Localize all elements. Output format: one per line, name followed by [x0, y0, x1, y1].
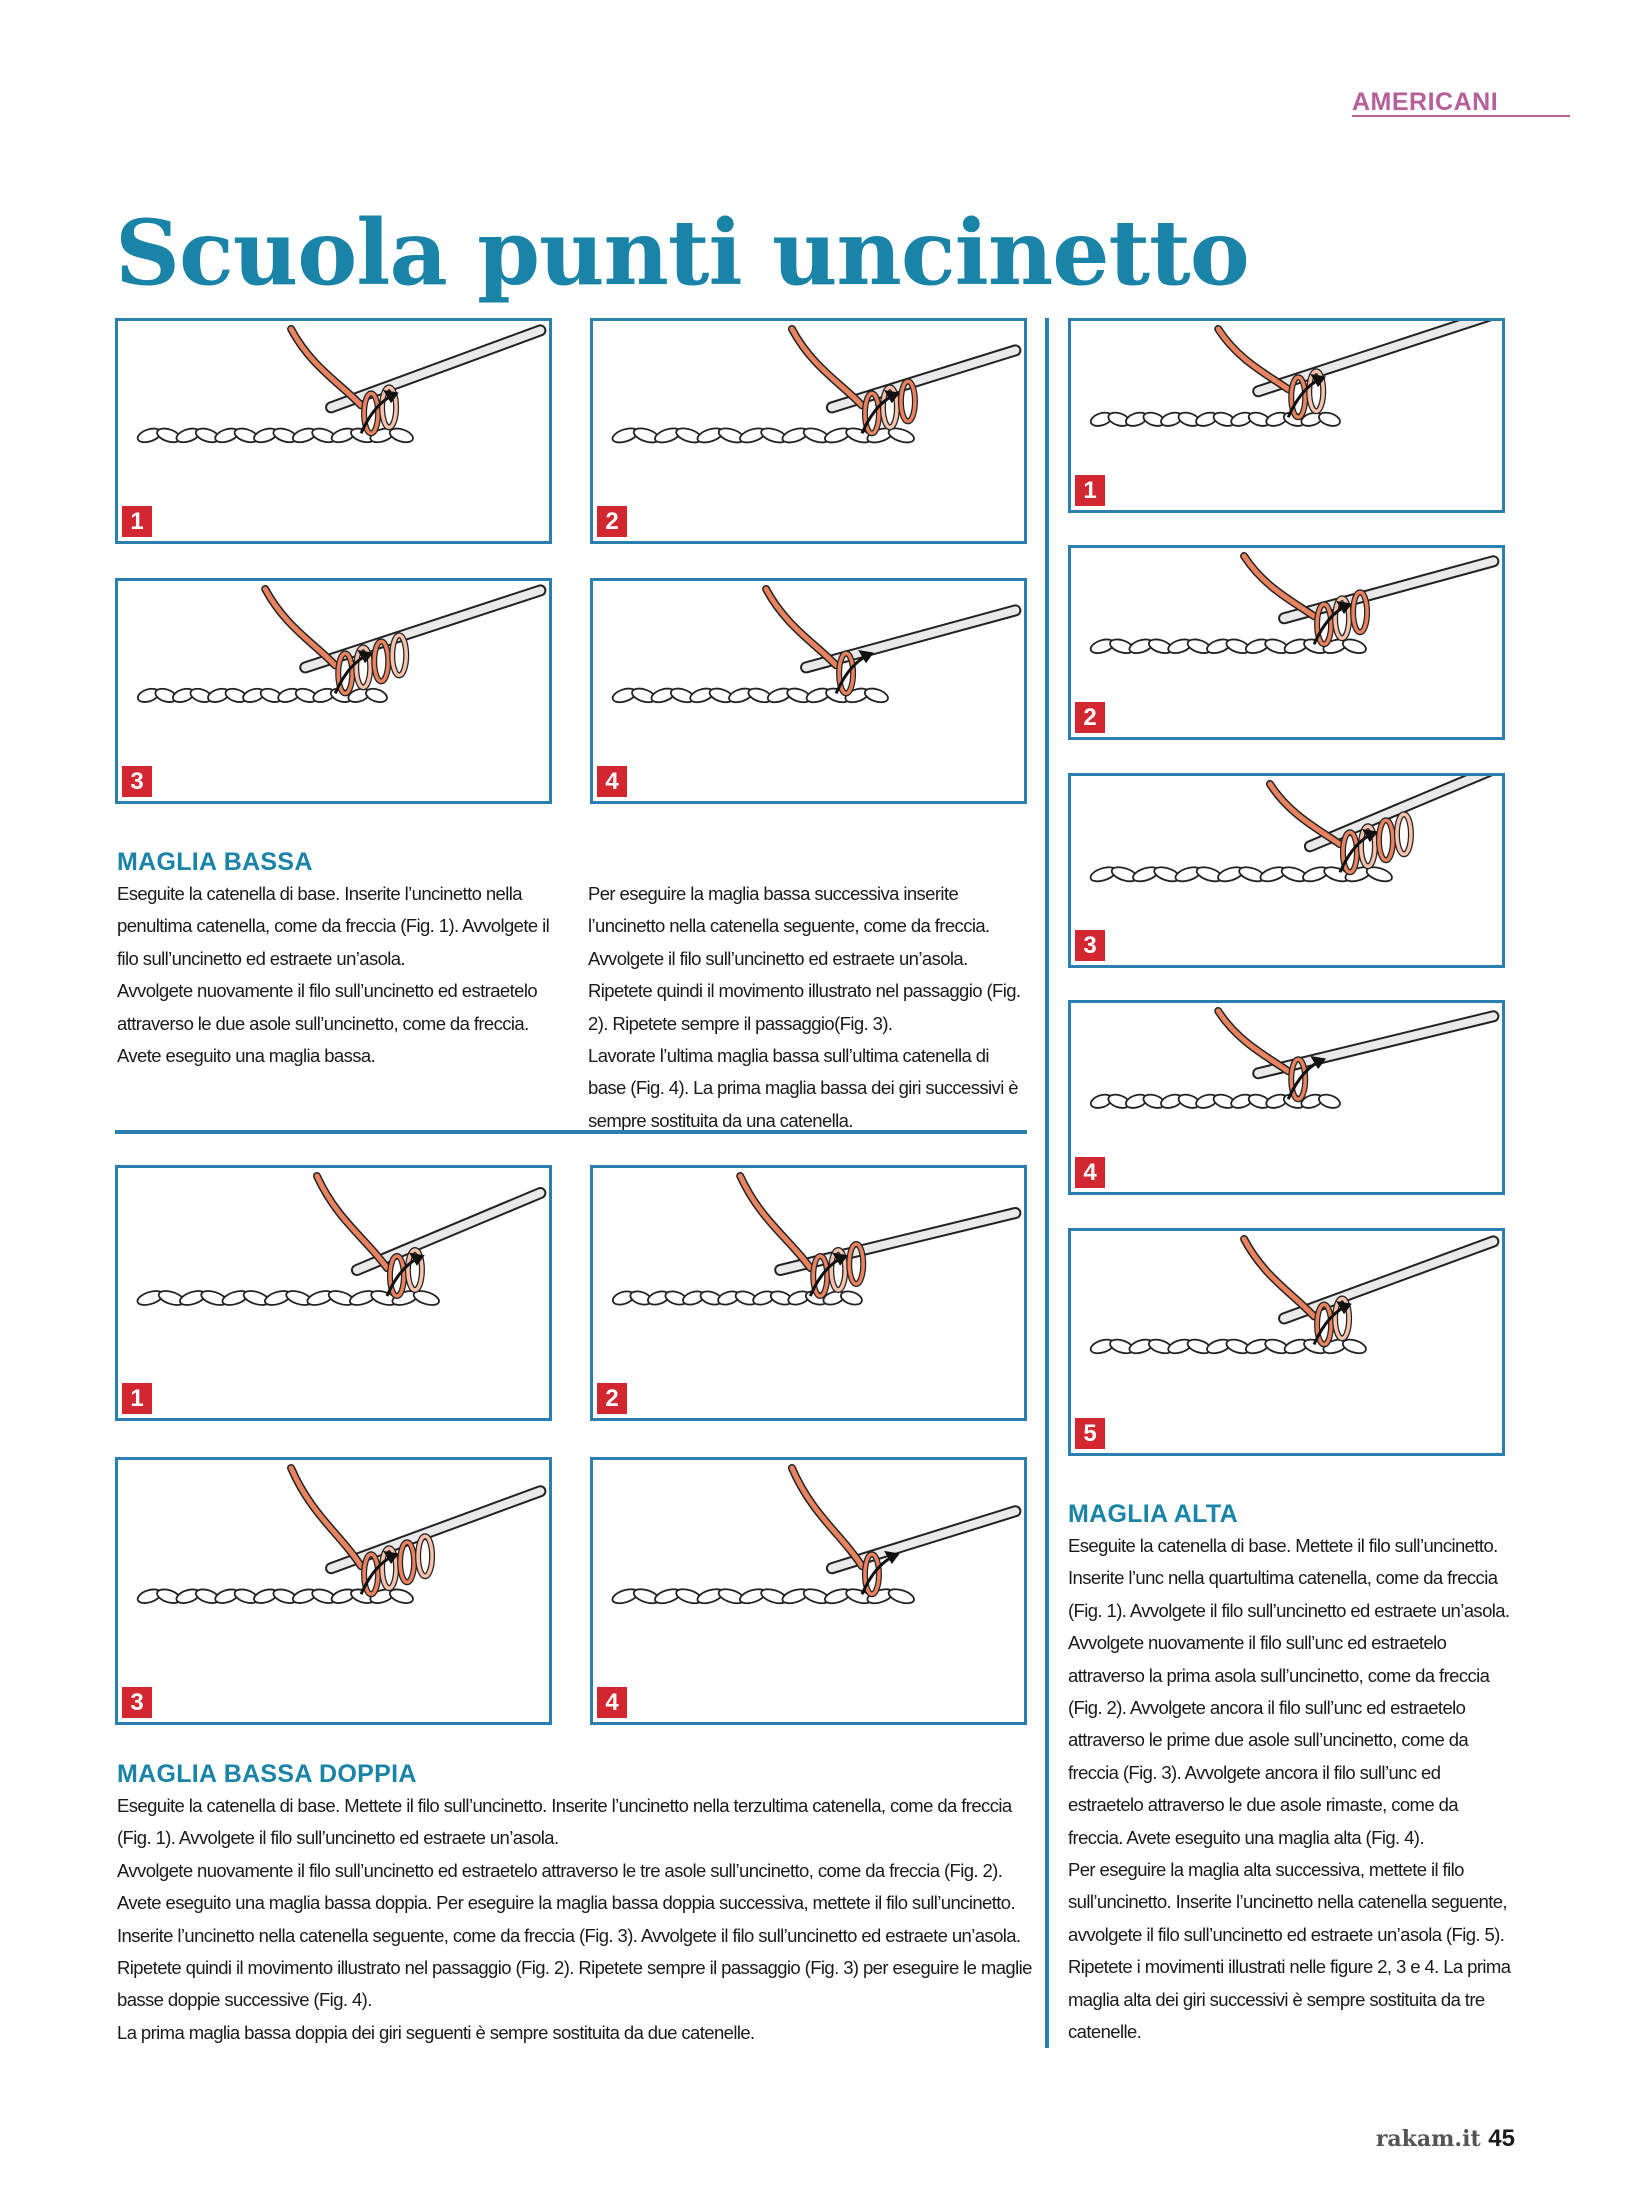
page-footer: rakam.it 45 [1376, 2125, 1515, 2153]
maglia-alta-text: Eseguite la catenella di base. Mettete i… [1068, 1530, 1511, 2049]
maglia-bassa-text-col2: Per eseguire la maglia bassa successiva … [588, 878, 1031, 1137]
paragraph: Lavorate l’ultima maglia bassa sull’ulti… [588, 1045, 1019, 1131]
maglia-bassa-text-col1: Eseguite la catenella di base. Inserite … [117, 878, 560, 1072]
maglia-alta-fig-4: 4 [1068, 1000, 1505, 1195]
crochet-illustration [611, 585, 1022, 704]
paragraph: Per eseguire la maglia alta successiva, … [1068, 1859, 1511, 2043]
maglia-bassa-heading: MAGLIA BASSA [117, 848, 313, 876]
figure-number: 5 [1075, 1418, 1105, 1449]
section-tag: AMERICANI [1352, 88, 1499, 116]
figure-number: 2 [597, 506, 627, 537]
paragraph: Eseguite la catenella di base. Mettete i… [117, 1795, 1012, 1849]
paragraph: Avvolgete nuovamente il filo sull’uncine… [117, 1859, 1032, 2011]
maglia-bassa-fig-2: 2 [590, 318, 1027, 544]
figure-number: 4 [597, 766, 627, 797]
page-number: 45 [1488, 2125, 1515, 2152]
maglia-bassa-fig-1: 1 [115, 318, 552, 544]
maglia-alta-fig-1: 1 [1068, 318, 1505, 513]
section-divider [115, 1130, 1027, 1134]
maglia-bassa-doppia-fig-4: 4 [590, 1457, 1027, 1725]
crochet-illustration [136, 324, 547, 444]
maglia-bassa-fig-3: 3 [115, 578, 552, 804]
maglia-bassa-doppia-fig-1: 1 [115, 1165, 552, 1421]
maglia-bassa-doppia-text: Eseguite la catenella di base. Mettete i… [117, 1790, 1032, 2049]
crochet-illustration [136, 1464, 547, 1604]
site-name: rakam.it [1375, 2126, 1481, 2152]
paragraph: Eseguite la catenella di base. Mettete i… [1068, 1535, 1510, 1848]
figure-number: 4 [597, 1687, 627, 1718]
figure-number: 4 [1075, 1157, 1105, 1188]
page-title: Scuola punti uncinetto [115, 200, 1250, 306]
crochet-illustration [611, 325, 1022, 444]
maglia-bassa-doppia-fig-2: 2 [590, 1165, 1027, 1421]
maglia-alta-fig-5: 5 [1068, 1228, 1505, 1456]
crochet-illustration [1089, 1007, 1500, 1109]
crochet-illustration [1089, 552, 1500, 654]
crochet-illustration [136, 584, 547, 703]
maglia-bassa-doppia-fig-3: 3 [115, 1457, 552, 1725]
figure-number: 1 [1075, 475, 1105, 506]
figure-number: 2 [1075, 702, 1105, 733]
figure-number: 1 [122, 1383, 152, 1414]
figure-number: 1 [122, 506, 152, 537]
maglia-bassa-doppia-heading: MAGLIA BASSA DOPPIA [117, 1760, 417, 1788]
crochet-illustration [1089, 1235, 1500, 1355]
maglia-alta-fig-2: 2 [1068, 545, 1505, 740]
maglia-alta-fig-3: 3 [1068, 773, 1505, 968]
crochet-illustration [1089, 776, 1493, 883]
paragraph: Avvolgete nuovamente il filo sull’uncine… [117, 980, 538, 1067]
crochet-illustration [611, 1464, 1022, 1605]
crochet-illustration [611, 1172, 1022, 1306]
crochet-illustration [1089, 321, 1493, 427]
figure-number: 3 [1075, 930, 1105, 961]
maglia-alta-heading: MAGLIA ALTA [1068, 1500, 1238, 1528]
paragraph: La prima maglia bassa doppia dei giri se… [117, 2021, 755, 2043]
crochet-illustration [136, 1172, 547, 1306]
figure-number: 3 [122, 766, 152, 797]
figure-number: 3 [122, 1687, 152, 1718]
paragraph: Per eseguire la maglia bassa successiva … [588, 883, 1021, 1034]
column-divider [1045, 318, 1049, 2048]
paragraph: Eseguite la catenella di base. Inserite … [117, 883, 550, 969]
figure-number: 2 [597, 1383, 627, 1414]
maglia-bassa-fig-4: 4 [590, 578, 1027, 804]
section-underline [1352, 115, 1570, 117]
